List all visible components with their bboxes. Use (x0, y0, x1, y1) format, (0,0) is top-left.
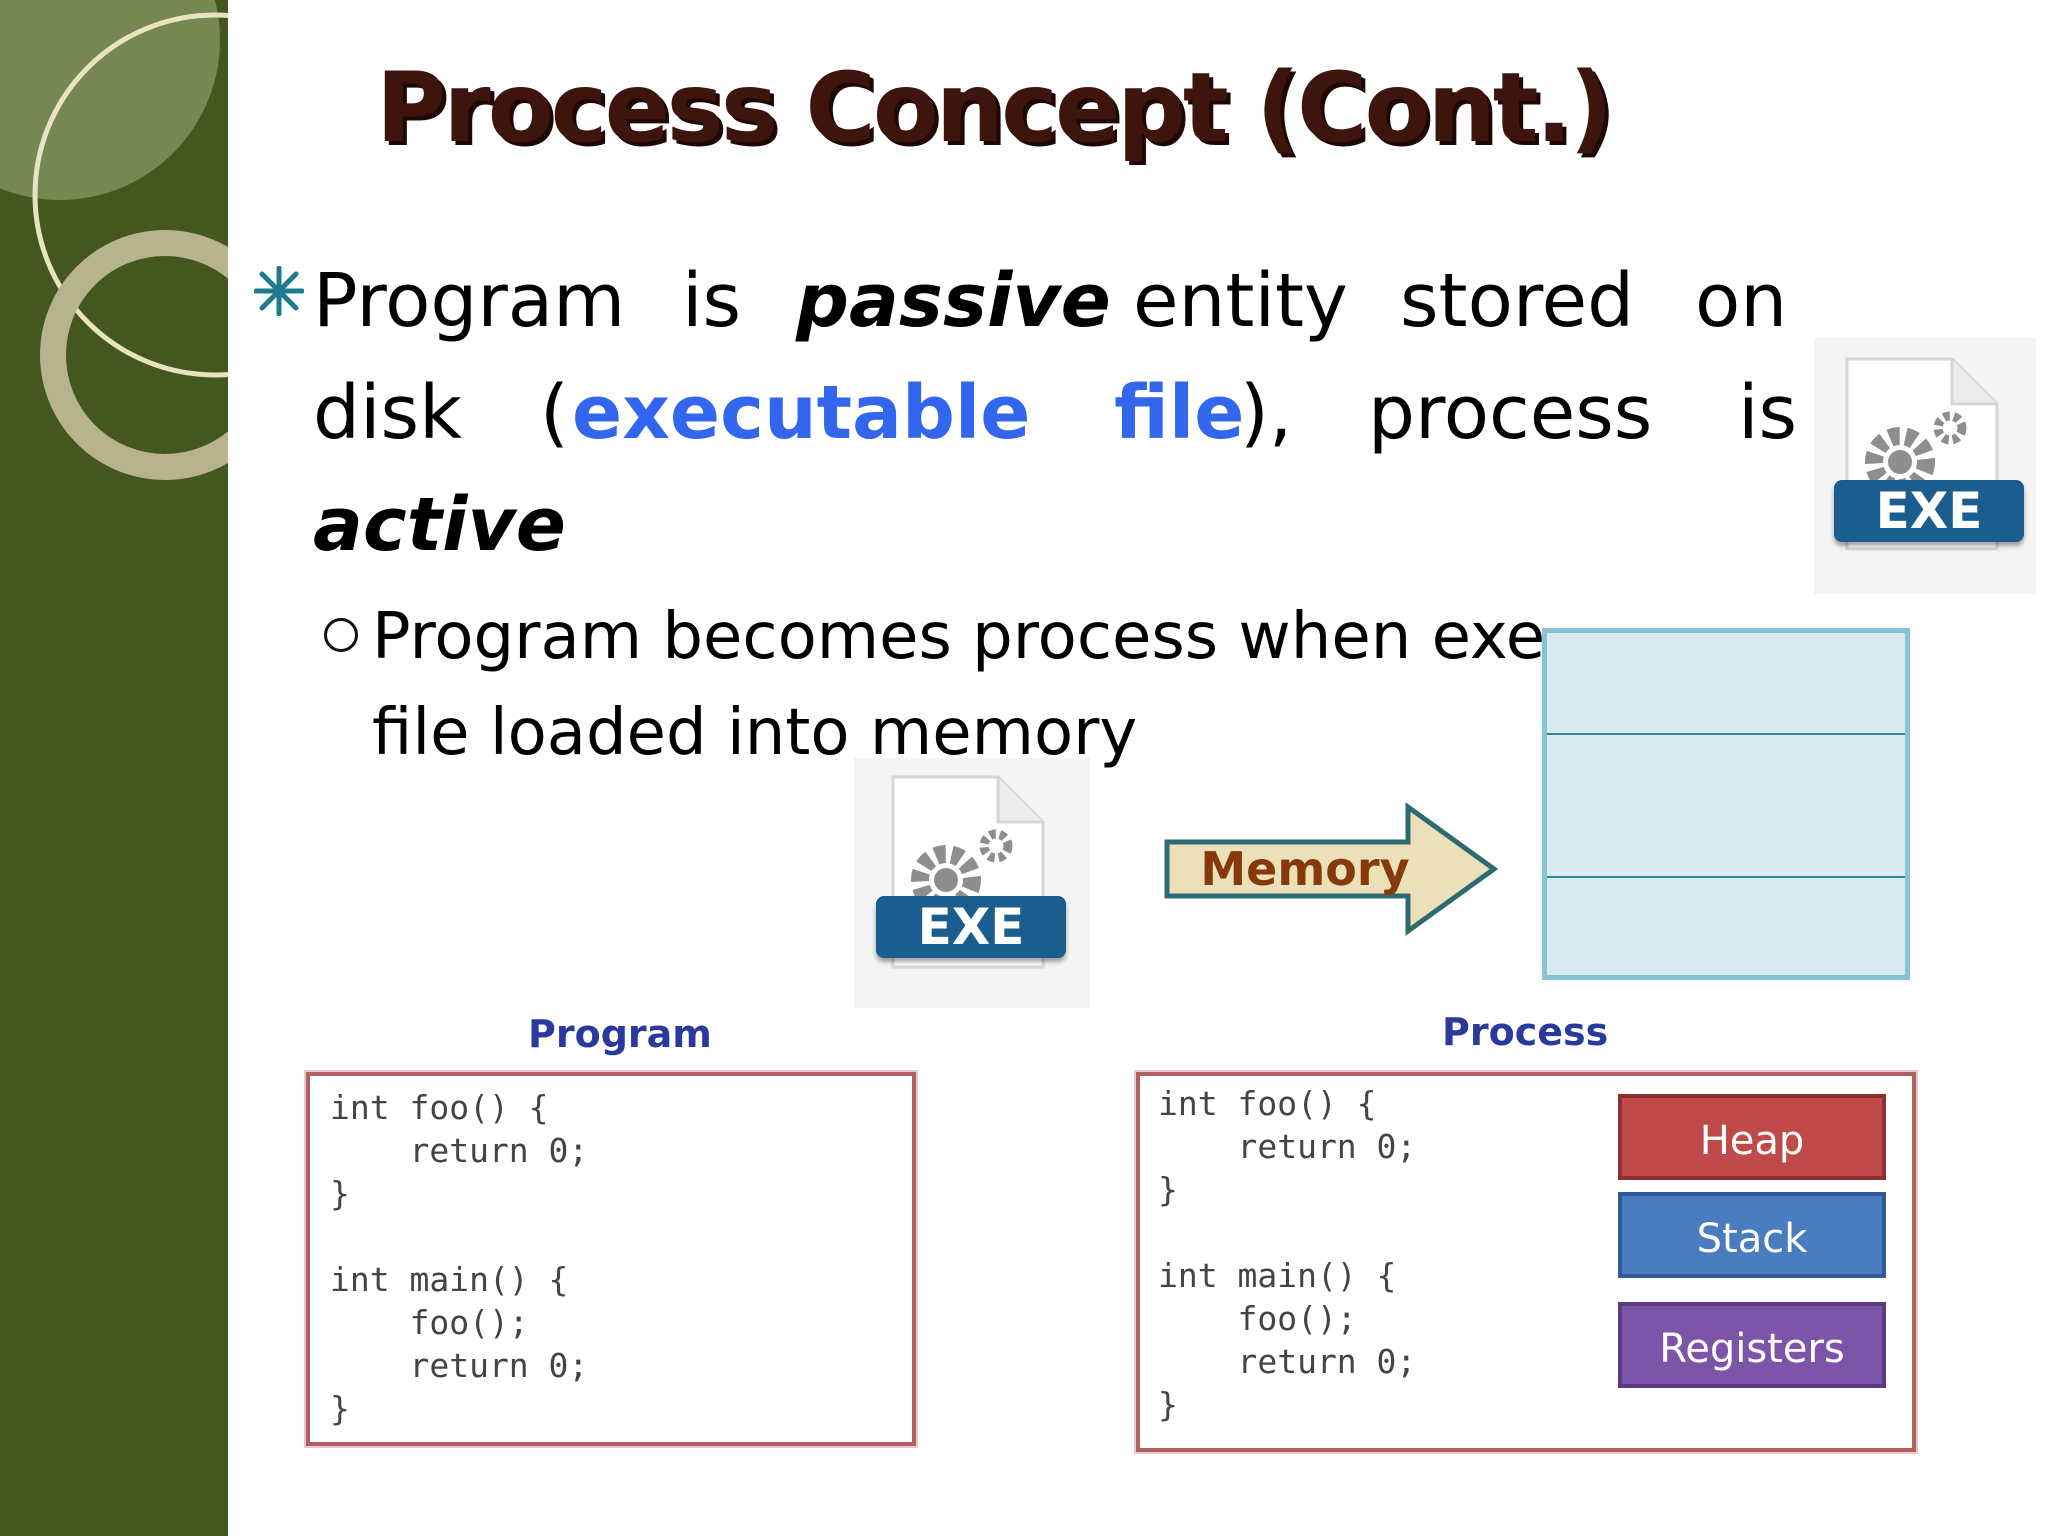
heap-segment: Heap (1618, 1094, 1886, 1180)
word: ( (540, 370, 569, 456)
program-title: Program (528, 1012, 712, 1056)
arrow-label: Memory (1200, 842, 1410, 896)
word: process (1368, 370, 1653, 456)
registers-segment: Registers (1618, 1302, 1886, 1388)
slide-title: Process Concept (Cont.) (376, 52, 1613, 164)
memory-divider (1547, 876, 1905, 878)
word: entity (1133, 258, 1348, 344)
word: Program (313, 258, 626, 344)
emphasis-active: active (313, 482, 566, 568)
word: ), (1240, 370, 1293, 456)
word: is (1738, 370, 1798, 456)
word: is (682, 258, 742, 344)
stack-segment: Stack (1618, 1192, 1886, 1278)
sub-bullet-line2-clip: file loaded into memory (372, 696, 1137, 768)
exe-file-icon: EXE (1814, 338, 2036, 594)
exe-file-icon: EXE (854, 758, 1090, 1008)
circle-bullet-icon (324, 618, 358, 652)
highlight-file: file (1114, 370, 1245, 456)
process-code: int foo() { return 0; } int main() { foo… (1158, 1084, 1417, 1424)
sub-bullet-line1: Program becomes process when exe (372, 600, 1546, 674)
highlight-executable: executable (572, 370, 1031, 456)
memory-arrow-icon (1164, 802, 1499, 936)
memory-divider (1547, 733, 1905, 735)
star-bullet-icon (254, 266, 304, 316)
sub-bullet-line2: file loaded into memory (372, 696, 1138, 768)
emphasis-passive: passive (796, 258, 1111, 344)
exe-badge: EXE (1834, 480, 2024, 542)
program-code-box: int foo() { return 0; } int main() { foo… (306, 1072, 916, 1446)
memory-block (1542, 628, 1910, 980)
sidebar-decoration (0, 0, 228, 1536)
exe-badge: EXE (876, 896, 1066, 958)
word: stored (1400, 258, 1635, 344)
process-title: Process (1442, 1010, 1609, 1054)
program-code: int foo() { return 0; } int main() { foo… (330, 1088, 589, 1428)
sidebar-circles (0, 0, 228, 480)
word: on (1695, 258, 1788, 344)
word: disk (313, 370, 462, 456)
